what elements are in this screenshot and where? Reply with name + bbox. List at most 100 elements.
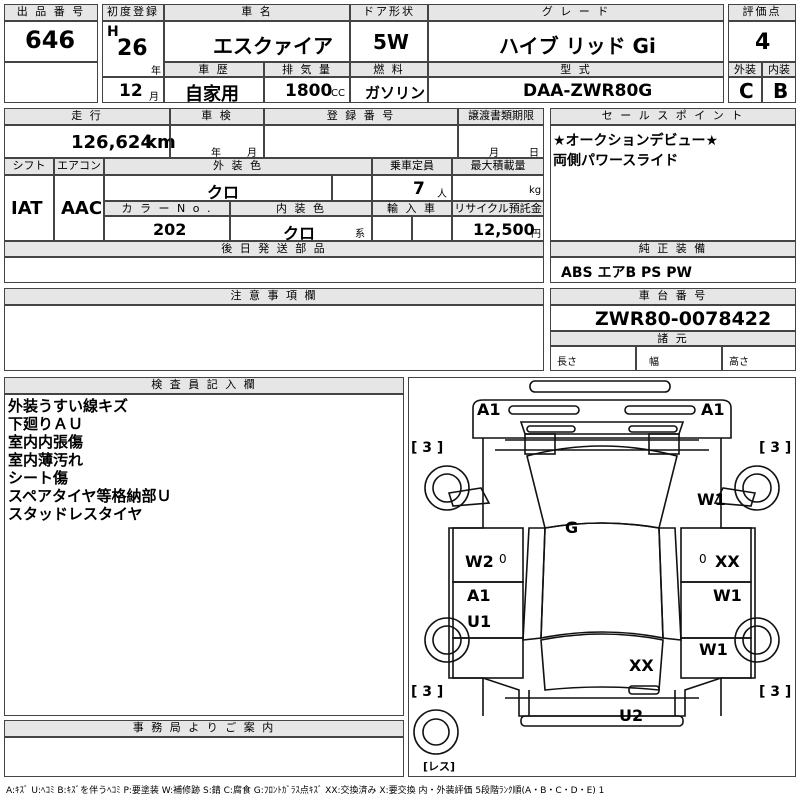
- office-cell: [4, 737, 404, 777]
- history-cell: 自家用: [164, 77, 264, 105]
- mark-a1-right: A1: [701, 400, 725, 419]
- mark-g: G: [565, 518, 579, 537]
- car-diagram: A1 A1 [ 3 ] [ 3 ] W1 G W2 0 0 XX A1 U1 W…: [408, 377, 796, 777]
- inspection-month-unit: 月: [247, 148, 257, 159]
- reg-month: 12: [119, 81, 143, 101]
- model-cell: DAA-ZWR80G: [428, 77, 724, 103]
- mark-a1-left: A1: [477, 400, 501, 419]
- import-cell-2: [412, 216, 452, 241]
- mark-tire-rr: [ 3 ]: [759, 684, 792, 700]
- capacity-unit: 人: [437, 189, 447, 200]
- inspector-line-3: 室内内張傷: [8, 433, 84, 451]
- width-cell: 幅: [636, 346, 722, 371]
- capacity-label: 乗車定員: [372, 158, 452, 175]
- ext-color: クロ: [207, 183, 240, 202]
- car-name: エスクァイア: [213, 34, 333, 58]
- max-load-label: 最大積載量: [452, 158, 544, 175]
- fuel-cell: ガソリン: [350, 77, 428, 103]
- score-label: 評価点: [728, 4, 796, 21]
- int-color: クロ: [283, 224, 316, 243]
- shift: IAT: [11, 198, 43, 219]
- mark-tire-rl: [ 3 ]: [411, 684, 444, 700]
- shift-label: シフト: [4, 158, 54, 175]
- inspection-cell: 年 月: [170, 125, 264, 159]
- mark-w1-top: W1: [697, 490, 726, 509]
- mileage: 126,624: [71, 132, 153, 153]
- first-reg-cell: H 26 年: [102, 21, 164, 77]
- transfer-day-unit: 日: [529, 148, 539, 159]
- model: DAA-ZWR80G: [523, 81, 653, 101]
- km-unit: km: [145, 132, 176, 153]
- lot-no-label: 出 品 番 号: [4, 4, 98, 21]
- sales-points-label: セ ー ル ス ポ イ ン ト: [550, 108, 796, 125]
- mark-zero-left: 0: [499, 552, 507, 566]
- mark-u1: U1: [467, 612, 492, 631]
- chassis-label: 車 台 番 号: [550, 288, 796, 305]
- grade-label: グ レ ー ド: [428, 4, 724, 21]
- interior-cell: B: [762, 77, 796, 103]
- exterior-label: 外装: [728, 62, 762, 77]
- mark-xx-bottom: XX: [629, 656, 654, 675]
- mileage-label: 走 行: [4, 108, 170, 125]
- kg-unit: kg: [529, 185, 542, 196]
- transfer-cell: 月 日: [458, 125, 544, 159]
- cc-unit: CC: [331, 88, 345, 99]
- mark-a1-mid: A1: [467, 586, 491, 605]
- model-label: 型 式: [428, 62, 724, 77]
- sales-point-2: 両側パワースライド: [553, 153, 679, 169]
- chassis-cell: ZWR80-0078422: [550, 305, 796, 331]
- length-cell: 長さ: [550, 346, 636, 371]
- height-label: 高さ: [729, 357, 749, 368]
- ext-color-label: 外 装 色: [104, 158, 372, 175]
- int-color-label: 内 装 色: [230, 201, 372, 216]
- score: 4: [755, 30, 771, 55]
- transfer-month-unit: 月: [489, 148, 499, 159]
- later-parts-cell: [4, 257, 544, 283]
- mark-spare: [レス]: [423, 760, 456, 773]
- yen-unit: 円: [531, 229, 541, 240]
- transfer-label: 譲渡書類期限: [458, 108, 544, 125]
- sales-point-1: ★オークションデビュー★: [553, 133, 719, 149]
- reg-year: 26: [117, 36, 148, 61]
- lot-blank-cell: [4, 62, 98, 103]
- capacity: 7: [413, 179, 425, 199]
- recycle: 12,500: [473, 220, 535, 239]
- displacement-label: 排 気 量: [264, 62, 350, 77]
- legend: A:ｷｽﾞ U:ﾍｺﾐ B:ｷｽﾞを伴うﾍｺﾐ P:要塗装 W:補修跡 S:錆 …: [6, 786, 605, 796]
- exterior-cell: C: [728, 77, 762, 103]
- mark-u2: U2: [619, 706, 644, 725]
- car-outline: [413, 380, 780, 755]
- ac-label: エアコン: [54, 158, 104, 175]
- mileage-cell: 126,624 km: [4, 125, 176, 158]
- color-no-label: カ ラ ー N o .: [104, 201, 230, 216]
- height-cell: 高さ: [722, 346, 796, 371]
- width-label: 幅: [649, 357, 659, 368]
- interior-label: 内装: [762, 62, 796, 77]
- door-cell: 5W: [350, 21, 428, 62]
- color-no-cell: 202: [104, 216, 230, 241]
- car-name-cell: エスクァイア: [164, 21, 350, 62]
- displacement: 1800: [285, 81, 333, 101]
- equipment: ABS エアB PS PW: [561, 265, 692, 281]
- mark-w2: W2: [465, 552, 494, 571]
- length-label: 長さ: [557, 357, 577, 368]
- fuel: ガソリン: [365, 84, 426, 102]
- inspector-line-1: 外装うすい線キズ: [8, 397, 129, 415]
- door: 5W: [373, 30, 409, 54]
- first-reg-label: 初度登録: [102, 4, 164, 21]
- ext-color-cell: クロ: [104, 175, 332, 202]
- mark-tire-fl: [ 3 ]: [411, 440, 444, 456]
- mark-xx-right: XX: [715, 552, 740, 571]
- inspector-label: 検 査 員 記 入 欄: [4, 377, 404, 394]
- import-cell: [372, 216, 412, 241]
- chassis-no: ZWR80-0078422: [595, 308, 772, 330]
- color-no: 202: [153, 220, 187, 239]
- lot-no: 646: [25, 26, 76, 54]
- interior-grade: B: [773, 79, 789, 103]
- car-name-label: 車 名: [164, 4, 350, 21]
- grade-cell: ハイブ リッド Gi: [428, 21, 724, 62]
- door-label: ドア形状: [350, 4, 428, 21]
- import-label: 輸 入 車: [372, 201, 452, 216]
- int-color-unit: 系: [355, 229, 365, 240]
- notes-cell: [4, 305, 544, 371]
